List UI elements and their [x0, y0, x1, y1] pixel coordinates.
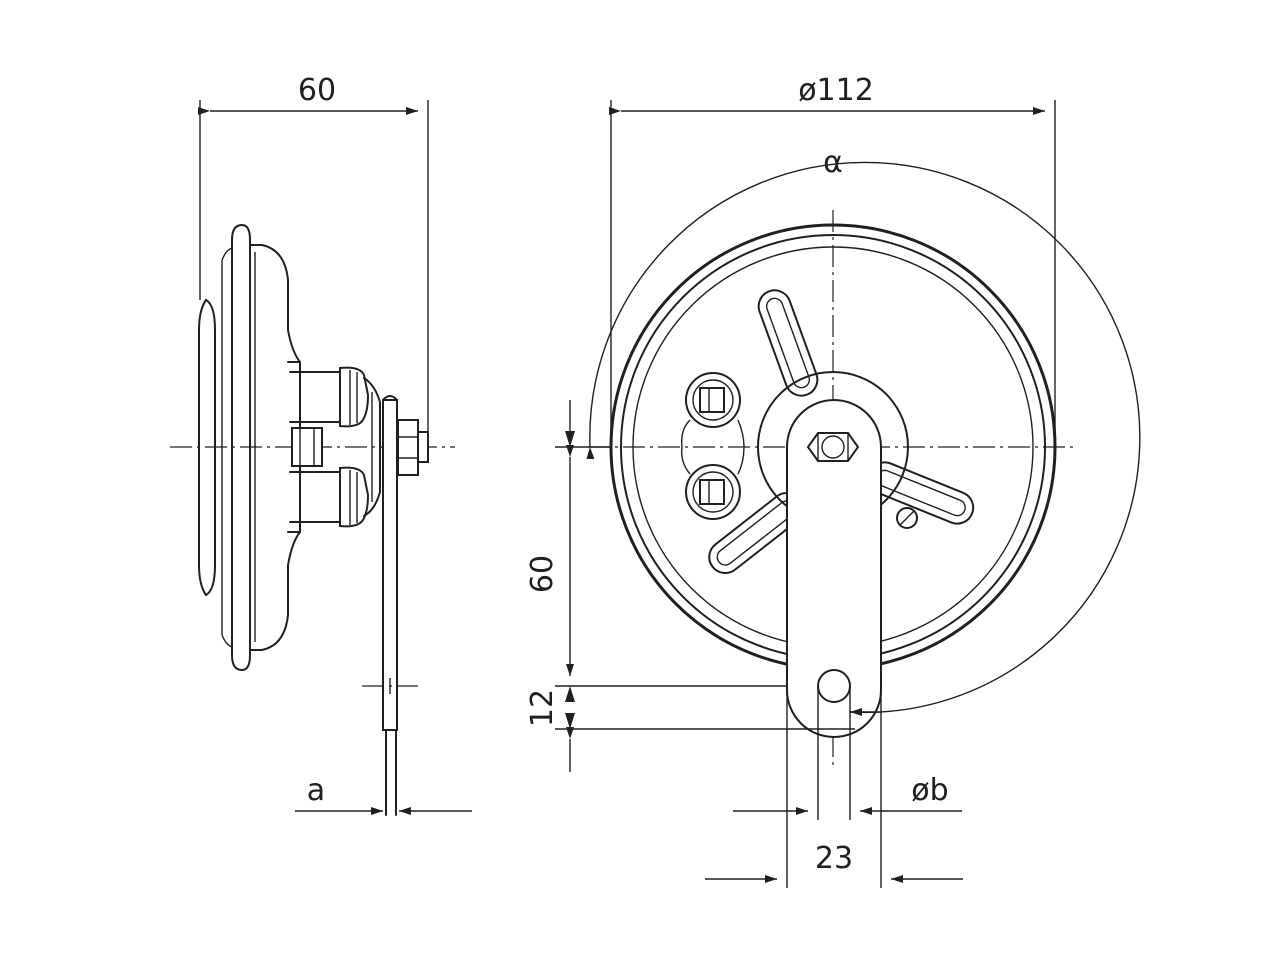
hex-nut — [806, 432, 860, 462]
screw — [896, 507, 918, 529]
bracket-length-dimension: 60 — [525, 555, 560, 593]
slot-arm-top — [757, 289, 819, 397]
terminal-upper — [685, 372, 741, 428]
front-view: α ø112 60 12 øb 23 — [525, 73, 1141, 888]
hole-diameter-dimension: øb — [911, 773, 948, 808]
side-view: 60 a — [170, 73, 472, 816]
terminal-lower — [685, 464, 741, 520]
hole-offset-dimension: 12 — [525, 689, 560, 727]
diameter-dimension: ø112 — [798, 73, 874, 108]
bracket-width-dimension: 23 — [815, 841, 853, 876]
side-width-dimension: 60 — [298, 73, 336, 108]
bracket-thickness-dimension: a — [307, 773, 325, 808]
angle-alpha-label: α — [823, 145, 843, 180]
